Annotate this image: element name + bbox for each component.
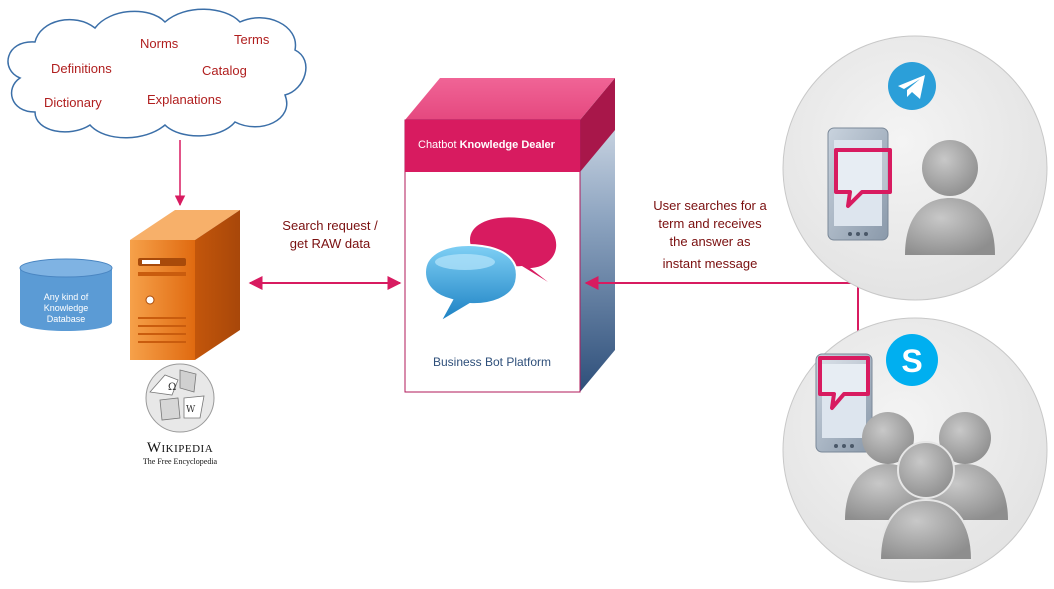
cloud-word-explanations: Explanations — [147, 92, 222, 107]
user-label-line-1: User searches for a — [653, 198, 767, 213]
search-label-line-2: get RAW data — [290, 236, 371, 251]
knowledge-database: Any kind of Knowledge Database — [19, 258, 113, 331]
platform-header-bold: Knowledge Dealer — [460, 139, 556, 151]
search-label-line-1: Search request / — [282, 218, 378, 233]
platform-box: Chatbot Knowledge Dealer Business Bot Pl… — [404, 78, 615, 393]
platform-header: Chatbot Knowledge Dealer — [418, 139, 556, 151]
phone-icon — [815, 353, 873, 453]
database-label-line-1: Any kind of — [44, 292, 89, 302]
message-bubble-icon — [834, 148, 892, 208]
svg-text:Ω: Ω — [168, 382, 176, 393]
message-bubble-icon — [818, 356, 870, 410]
telegram-icon — [888, 62, 936, 110]
group-of-people-icon — [845, 412, 1008, 561]
telegram-user-group — [782, 35, 1048, 301]
user-label-line-2: term and receives — [658, 216, 762, 231]
database-label-line-2: Knowledge — [44, 303, 89, 313]
cloud-word-catalog: Catalog — [202, 63, 247, 78]
knowledge-cloud: Norms Terms Definitions Catalog Dictiona… — [7, 8, 307, 139]
skype-letter: S — [901, 343, 922, 379]
skype-user-group: S — [782, 317, 1048, 583]
cloud-word-terms: Terms — [234, 32, 270, 47]
cloud-word-definitions: Definitions — [51, 61, 112, 76]
person-icon — [905, 140, 995, 255]
server-icon — [130, 210, 240, 360]
chat-bubbles-icon — [423, 217, 557, 325]
wikipedia-title: Wikipedia — [147, 440, 213, 456]
database-label-line-3: Database — [47, 314, 86, 324]
platform-footer: Business Bot Platform — [433, 355, 551, 369]
platform-header-prefix: Chatbot — [418, 139, 460, 151]
wikipedia-logo: Ω W Wikipedia The Free Encyclopedia — [143, 363, 218, 466]
cloud-word-norms: Norms — [140, 36, 179, 51]
phone-icon — [827, 127, 889, 241]
user-label-line-4: instant message — [663, 256, 758, 271]
cloud-word-dictionary: Dictionary — [44, 95, 102, 110]
svg-text:W: W — [186, 405, 196, 415]
user-label-line-3: the answer as — [670, 234, 751, 249]
wikipedia-subtitle: The Free Encyclopedia — [143, 457, 218, 466]
skype-icon: S — [886, 334, 938, 386]
